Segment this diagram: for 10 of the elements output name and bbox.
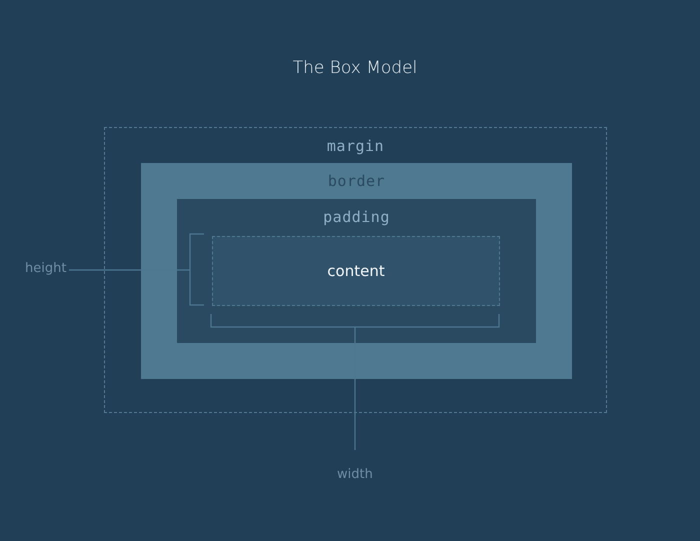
content-area [212, 236, 500, 306]
content-label: content [327, 262, 385, 280]
margin-area [104, 127, 607, 413]
border-area [141, 163, 572, 379]
diagram-title: The Box Model [292, 58, 418, 78]
dimension-label: height [25, 261, 66, 276]
padding-area [177, 199, 536, 343]
region-label: margin [326, 137, 384, 155]
dimension-label: width [337, 467, 373, 482]
region-label: padding [323, 208, 390, 226]
